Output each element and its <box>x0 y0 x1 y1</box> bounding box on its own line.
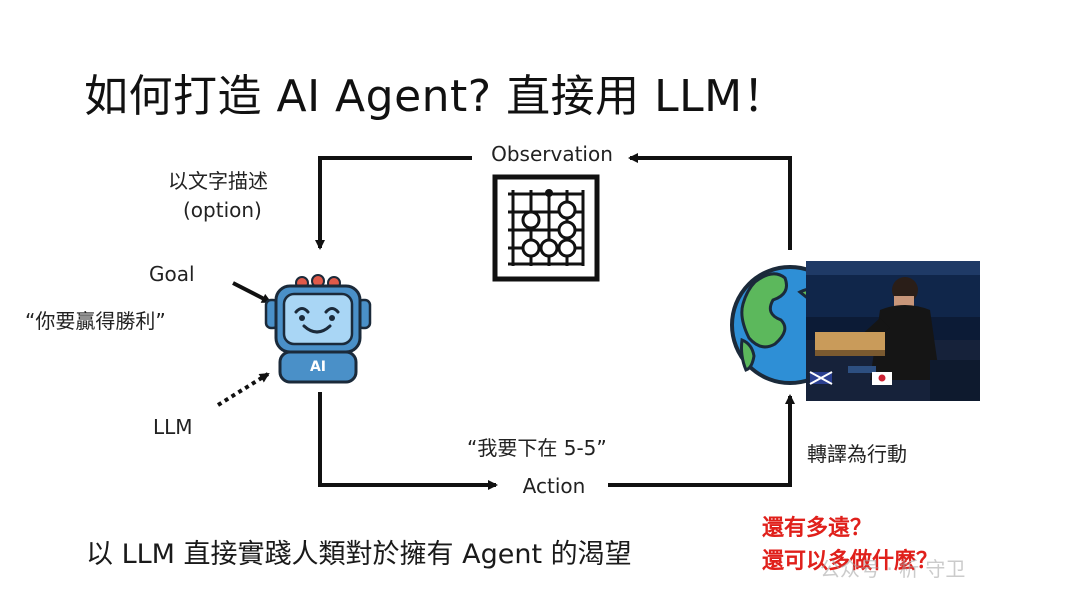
goal-quote: “你要贏得勝利” <box>25 309 166 333</box>
action-arrow <box>318 392 795 490</box>
watermark: 公众号 · 析 守卫 <box>820 557 966 581</box>
goal-arrow <box>232 281 272 304</box>
action-quote: “我要下在 5-5” <box>467 436 607 460</box>
goal-label: Goal <box>149 262 195 286</box>
action-label: Action <box>522 474 586 498</box>
red-note: 還有多遠？ 還可以多做什麼？ <box>762 512 938 578</box>
llm-dotted-arrow <box>216 372 270 407</box>
option-label: (option) <box>183 198 262 222</box>
footer-text: 以 LLM 直接實踐人類對於擁有 Agent 的渴望 <box>86 539 632 570</box>
page-title: 如何打造 AI Agent? 直接用 LLM！ <box>84 71 788 122</box>
go-board-icon <box>492 174 600 282</box>
red-note-line2: 還可以多做什麼？ <box>762 549 939 574</box>
describe-label: 以文字描述 <box>168 169 268 193</box>
translate-label: 轉譯為行動 <box>807 442 907 466</box>
observation-label: Observation <box>491 142 613 166</box>
go-match-photo <box>806 261 980 401</box>
llm-label: LLM <box>153 415 193 439</box>
observation-arrow <box>315 153 792 250</box>
robot-icon <box>264 274 372 384</box>
robot-badge: AI <box>309 359 327 375</box>
red-note-line1: 還有多遠？ <box>762 516 873 541</box>
